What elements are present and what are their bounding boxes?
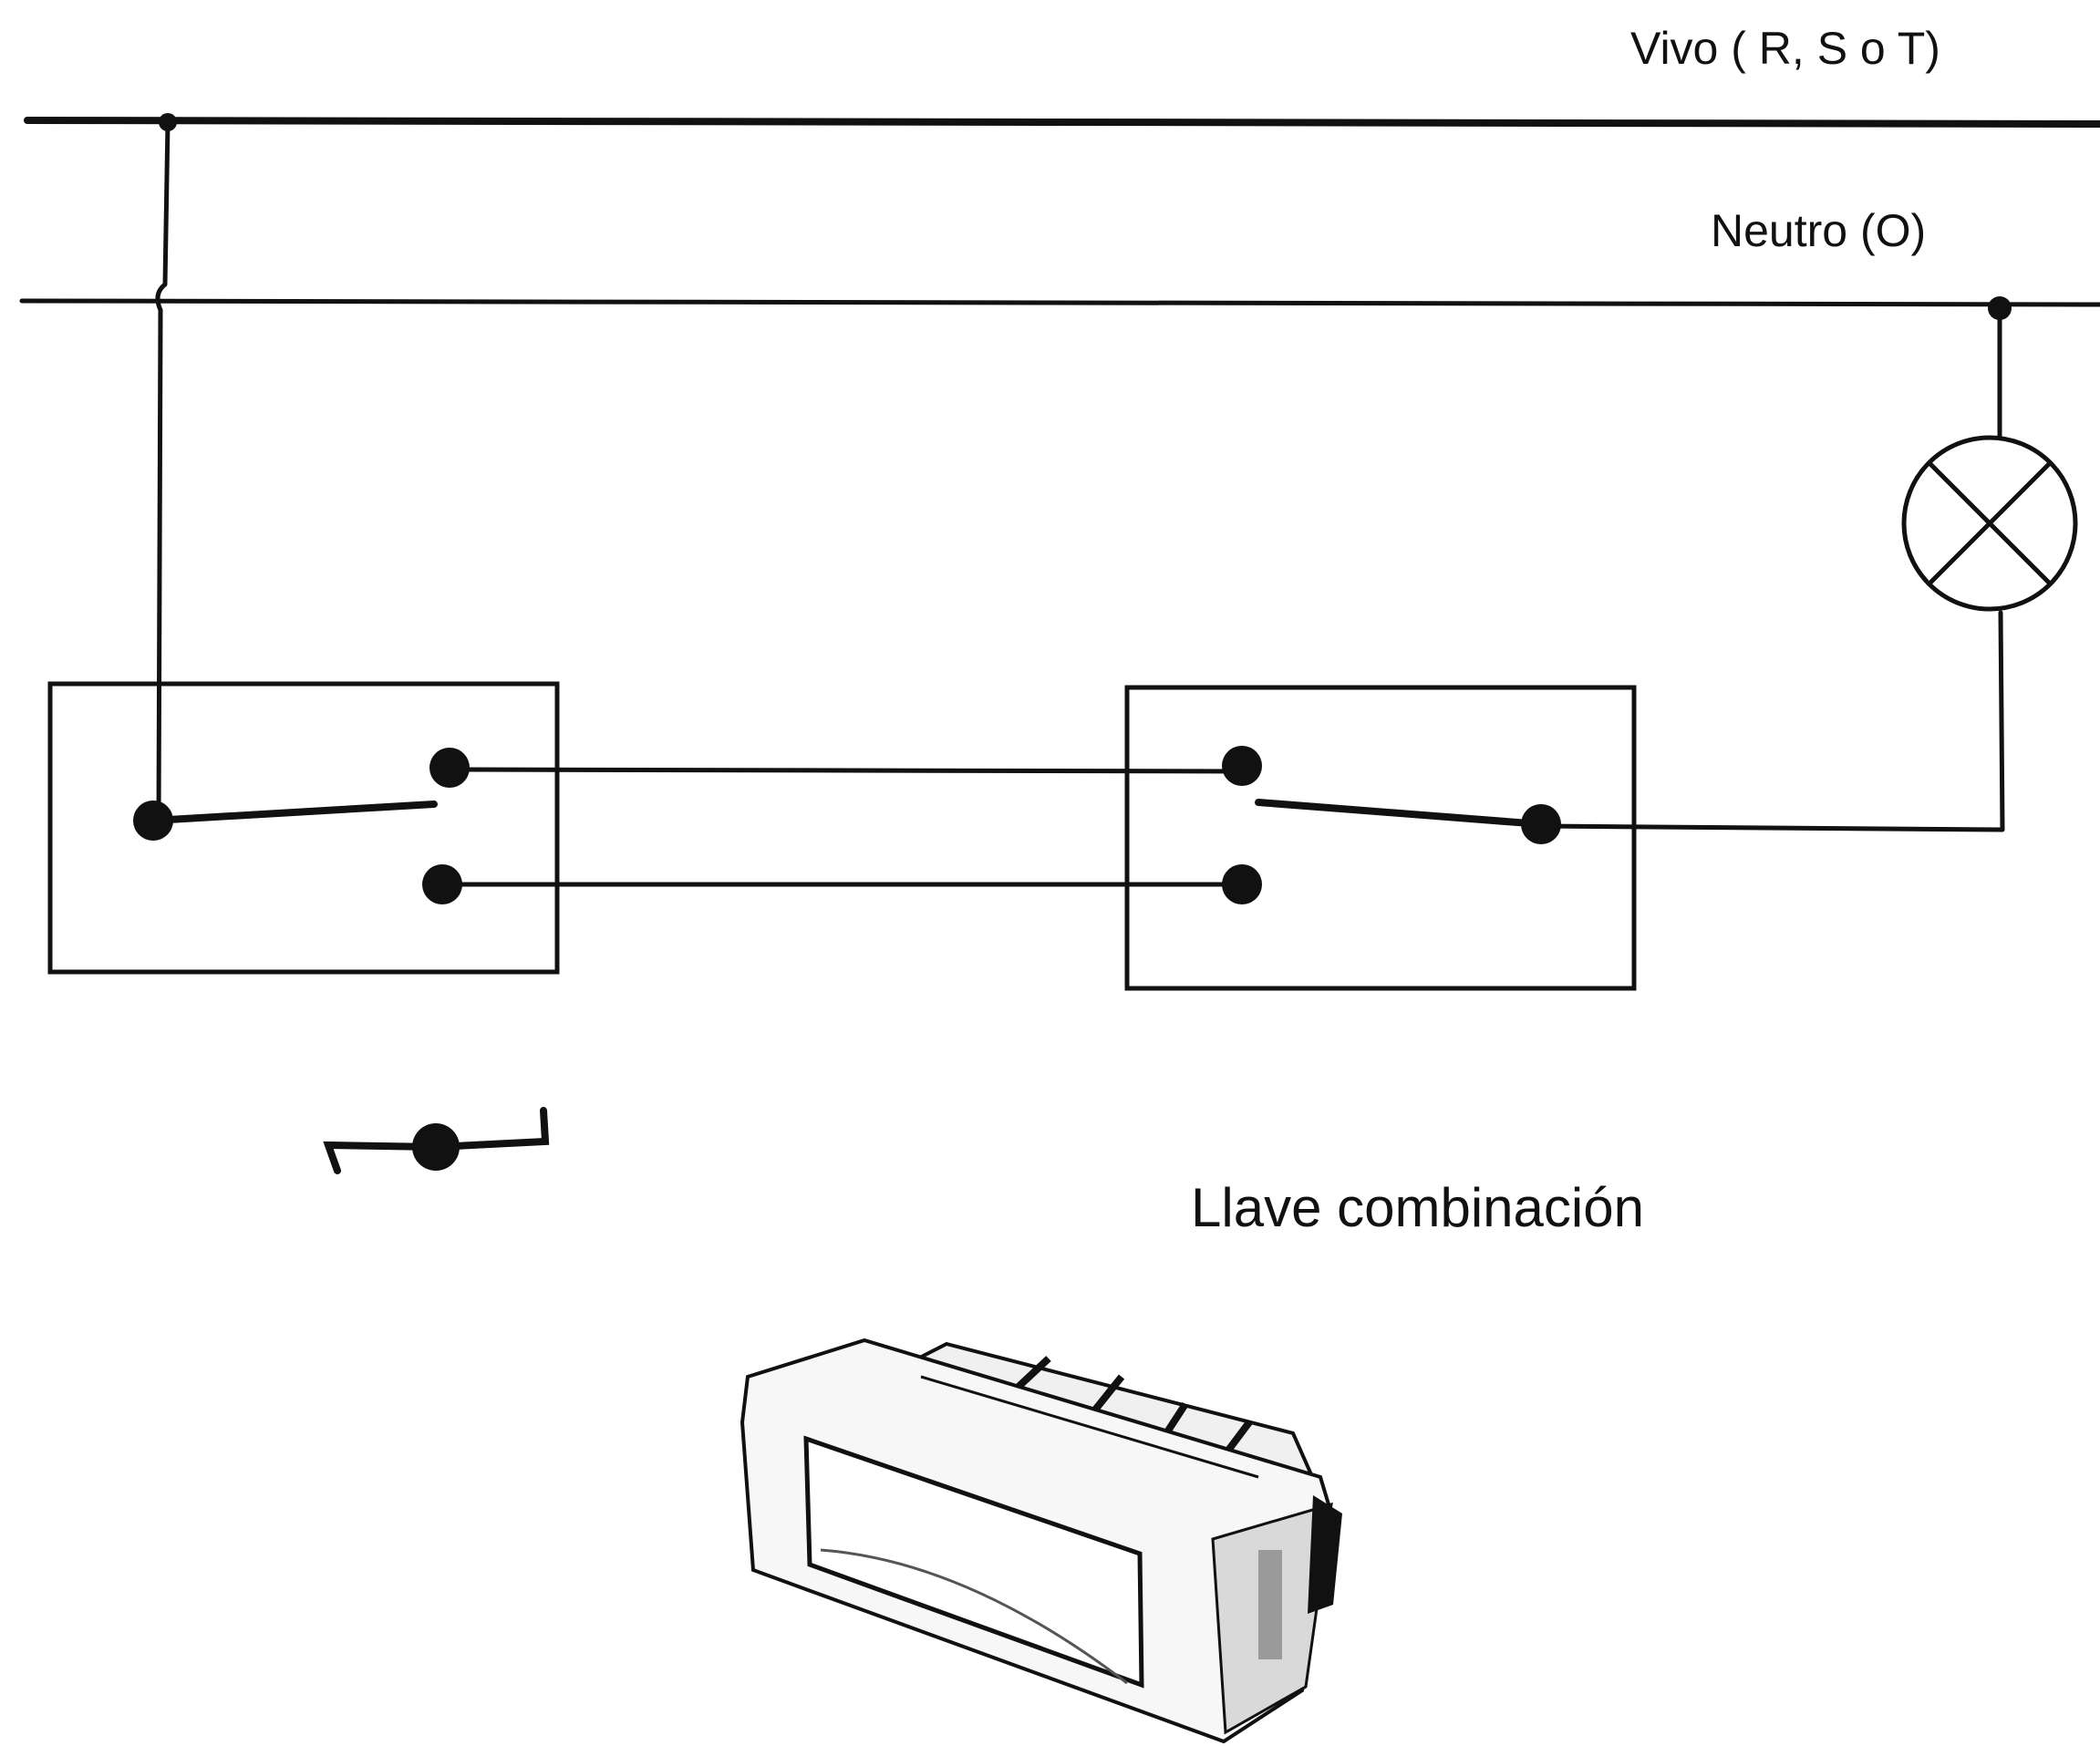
right-switch-lower-terminal: [1222, 864, 1262, 904]
left-feed-wire: [155, 119, 171, 823]
right-switch-lever: [1255, 799, 1545, 828]
left-switch-box: [47, 681, 560, 975]
left-switch-lever: [150, 801, 438, 824]
traveler-wire-upper: [447, 767, 1245, 774]
right-switch-box: [1124, 685, 1637, 991]
neutral-line: [19, 298, 2100, 307]
lamp-return-wire: [1538, 610, 2005, 832]
switch-caption: Llave combinación: [1191, 1177, 1644, 1238]
lamp-icon: [1901, 435, 2078, 612]
right-switch-upper-terminal: [1222, 746, 1262, 786]
live-line: [24, 117, 2100, 128]
switch-module-photo: [740, 1338, 1342, 1744]
live-line-label: Vivo ( R, S o T): [1630, 23, 1940, 74]
neutral-line-label: Neutro (O): [1711, 205, 1927, 256]
three-way-switch-symbol: [323, 1107, 550, 1174]
